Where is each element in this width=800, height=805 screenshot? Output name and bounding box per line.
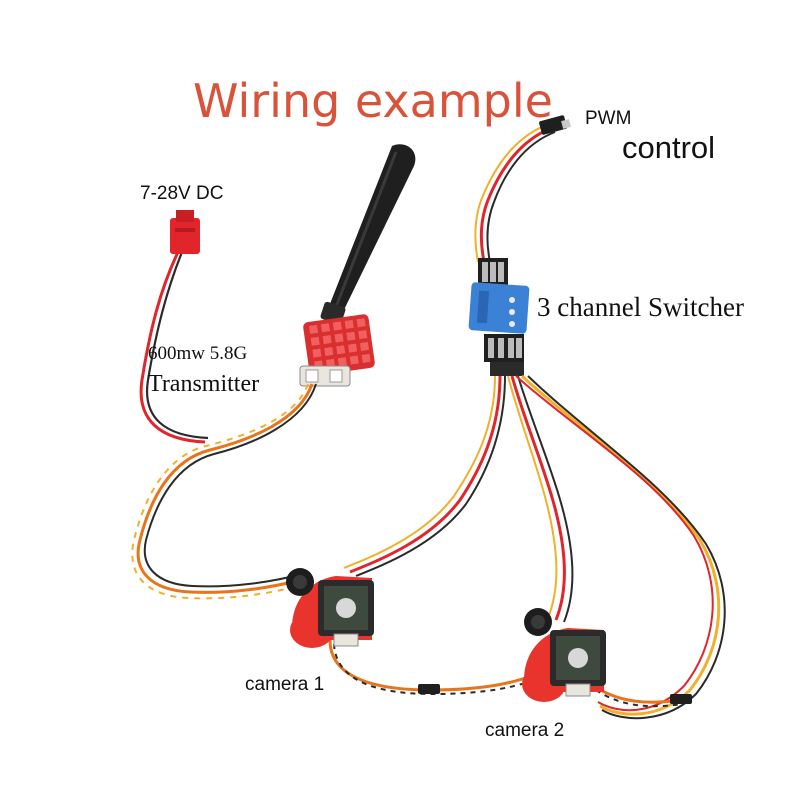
camera-link-lead <box>328 639 692 708</box>
antenna-icon <box>320 144 416 325</box>
jst-power-connector <box>170 210 200 254</box>
transmitter-spec-label: 600mw 5.8G <box>148 343 248 364</box>
camera2-lead <box>507 375 574 623</box>
power-label: 7-28V DC <box>140 183 224 204</box>
camera-1-label: camera 1 <box>245 674 325 695</box>
transmitter-module <box>299 314 375 387</box>
diagram-title: Wiring example <box>193 74 553 128</box>
pwm-connector <box>539 115 571 135</box>
switcher-board <box>468 258 530 376</box>
camera-1 <box>286 568 374 648</box>
camera3-lead <box>515 374 726 720</box>
camera-2 <box>522 608 606 702</box>
switcher-label: 3 channel Switcher <box>537 292 744 322</box>
pwm-label: PWM <box>585 108 632 129</box>
transmitter-video-lead <box>131 383 317 600</box>
pwm-lead <box>474 123 556 263</box>
transmitter-label: Transmitter <box>148 371 260 397</box>
camera-2-label: camera 2 <box>485 720 565 741</box>
camera1-lead <box>343 375 506 577</box>
pwm-control-label: control <box>622 130 716 165</box>
power-lead <box>139 251 209 444</box>
